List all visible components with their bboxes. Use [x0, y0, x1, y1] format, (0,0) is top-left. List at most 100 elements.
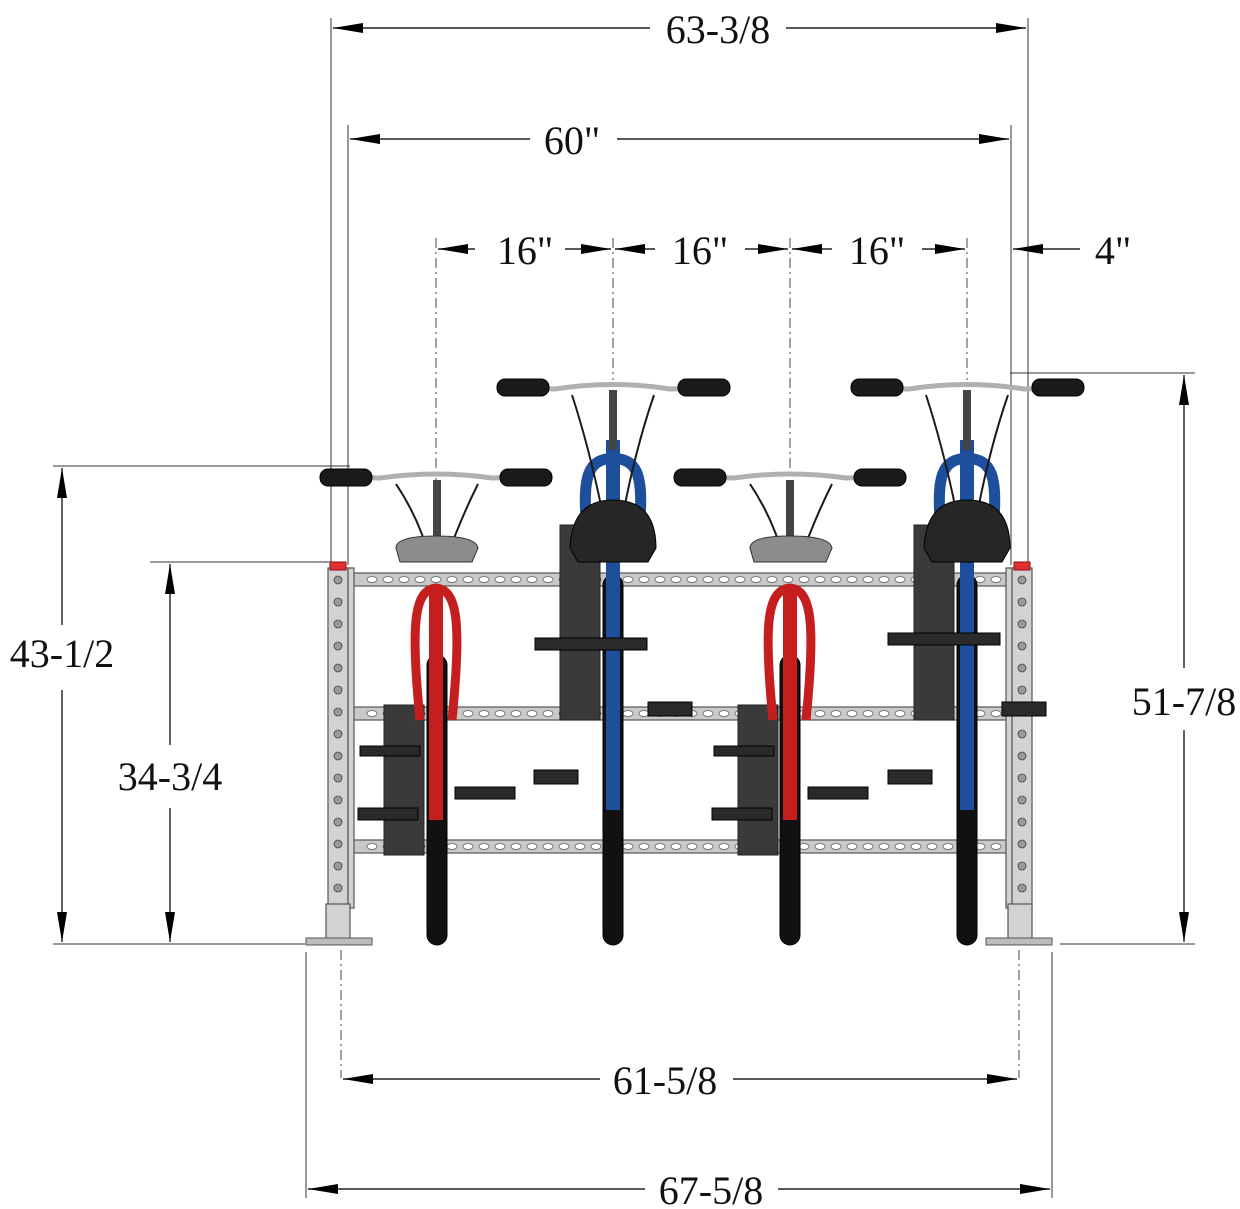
rail-slot: [878, 576, 890, 583]
rail-slot: [990, 843, 1002, 850]
bolt: [1017, 575, 1027, 585]
bolt: [1017, 795, 1027, 805]
dim-end-offset-label: 4": [1095, 228, 1131, 273]
dimension-overall-top: 63-3/8: [333, 7, 1026, 52]
rail-slot: [702, 710, 714, 717]
dim-overall-top-label: 63-3/8: [666, 7, 770, 52]
bike-2: [496, 378, 731, 946]
rail-slot: [510, 710, 522, 717]
right-inner-post: [1005, 567, 1013, 909]
bike-rack: [305, 524, 1053, 946]
bolt: [333, 861, 343, 871]
dimension-height-left-inner: 34-3/4: [118, 564, 222, 942]
rail-slot: [478, 843, 490, 850]
bolt: [333, 773, 343, 783]
rail-slot: [782, 576, 794, 583]
left-base-plate: [305, 937, 373, 946]
dim-base-overall-label: 67-5/8: [659, 1168, 763, 1209]
rail-slot: [542, 576, 554, 583]
rail-slot: [526, 710, 538, 717]
bolt: [1017, 883, 1027, 893]
rail-slot: [990, 576, 1002, 583]
bolt: [333, 817, 343, 827]
right-base-plate: [985, 937, 1053, 946]
rail-slot: [670, 843, 682, 850]
rail-slot: [462, 576, 474, 583]
rail-slot: [526, 843, 538, 850]
rail-slot: [942, 843, 954, 850]
rail-slot: [622, 843, 634, 850]
rail-slot: [894, 576, 906, 583]
wheel-holder-3: [737, 704, 779, 856]
rail-slot: [862, 710, 874, 717]
bolt: [333, 575, 343, 585]
bike-4: [850, 378, 1085, 946]
rail-slot: [462, 843, 474, 850]
rail-slot: [382, 576, 394, 583]
rail-slot: [814, 576, 826, 583]
dim-height-low-handlebar-label: 43-1/2: [10, 631, 114, 676]
right-foot: [1007, 903, 1033, 941]
bolt: [333, 795, 343, 805]
dim-height-rack-top-label: 34-3/4: [118, 754, 222, 799]
rail-slot: [670, 576, 682, 583]
rail-slot: [910, 843, 922, 850]
bolt: [333, 883, 343, 893]
rail-slot: [622, 710, 634, 717]
rail-slot: [654, 843, 666, 850]
dim-spacing-2-label: 16": [672, 228, 728, 273]
rail-slot: [542, 843, 554, 850]
bolt: [1017, 751, 1027, 761]
rail-slot: [830, 843, 842, 850]
dimension-spacing: 16" 16" 16": [438, 228, 965, 273]
bolt: [1017, 729, 1027, 739]
bolt: [1017, 663, 1027, 673]
bolt: [1017, 817, 1027, 827]
bolt: [1017, 773, 1027, 783]
rail-slot: [990, 710, 1002, 717]
rail-slot: [830, 710, 842, 717]
rail-slot: [814, 843, 826, 850]
bolt: [1017, 619, 1027, 629]
rail-slot: [366, 710, 378, 717]
bolt: [1017, 597, 1027, 607]
bolt: [333, 619, 343, 629]
dim-base-inner-label: 61-5/8: [613, 1058, 717, 1103]
bike-1: [319, 468, 553, 946]
bolt: [333, 751, 343, 761]
rail-slot: [414, 576, 426, 583]
dimension-base-overall: 67-5/8: [308, 1168, 1050, 1209]
bolt: [1017, 641, 1027, 651]
rail-slot: [846, 843, 858, 850]
bolt: [1017, 861, 1027, 871]
rail-slot: [702, 843, 714, 850]
rail-slot: [510, 576, 522, 583]
rail-slot: [638, 576, 650, 583]
bolt: [333, 839, 343, 849]
rail-slot: [590, 843, 602, 850]
bolt: [333, 663, 343, 673]
rail-slot: [878, 710, 890, 717]
rail-slot: [558, 843, 570, 850]
rail-slot: [574, 843, 586, 850]
rail-slot: [718, 576, 730, 583]
bolt: [333, 597, 343, 607]
rail-slot: [862, 576, 874, 583]
dimension-height-left-outer: 43-1/2: [10, 468, 114, 942]
rail-slot: [686, 843, 698, 850]
dim-inner-top-label: 60": [544, 118, 600, 163]
right-end-cap: [1013, 561, 1031, 571]
rail-slot: [702, 576, 714, 583]
rail-slot: [478, 576, 490, 583]
rail-slot: [846, 710, 858, 717]
dimension-inner-top: 60": [350, 118, 1009, 163]
left-inner-post: [347, 567, 355, 909]
rail-slot: [766, 576, 778, 583]
wheel-holder-1: [383, 704, 425, 856]
bolt: [333, 729, 343, 739]
rail-slot: [366, 576, 378, 583]
rail-slot: [446, 576, 458, 583]
rail-slot: [686, 576, 698, 583]
dim-spacing-3-label: 16": [849, 228, 905, 273]
